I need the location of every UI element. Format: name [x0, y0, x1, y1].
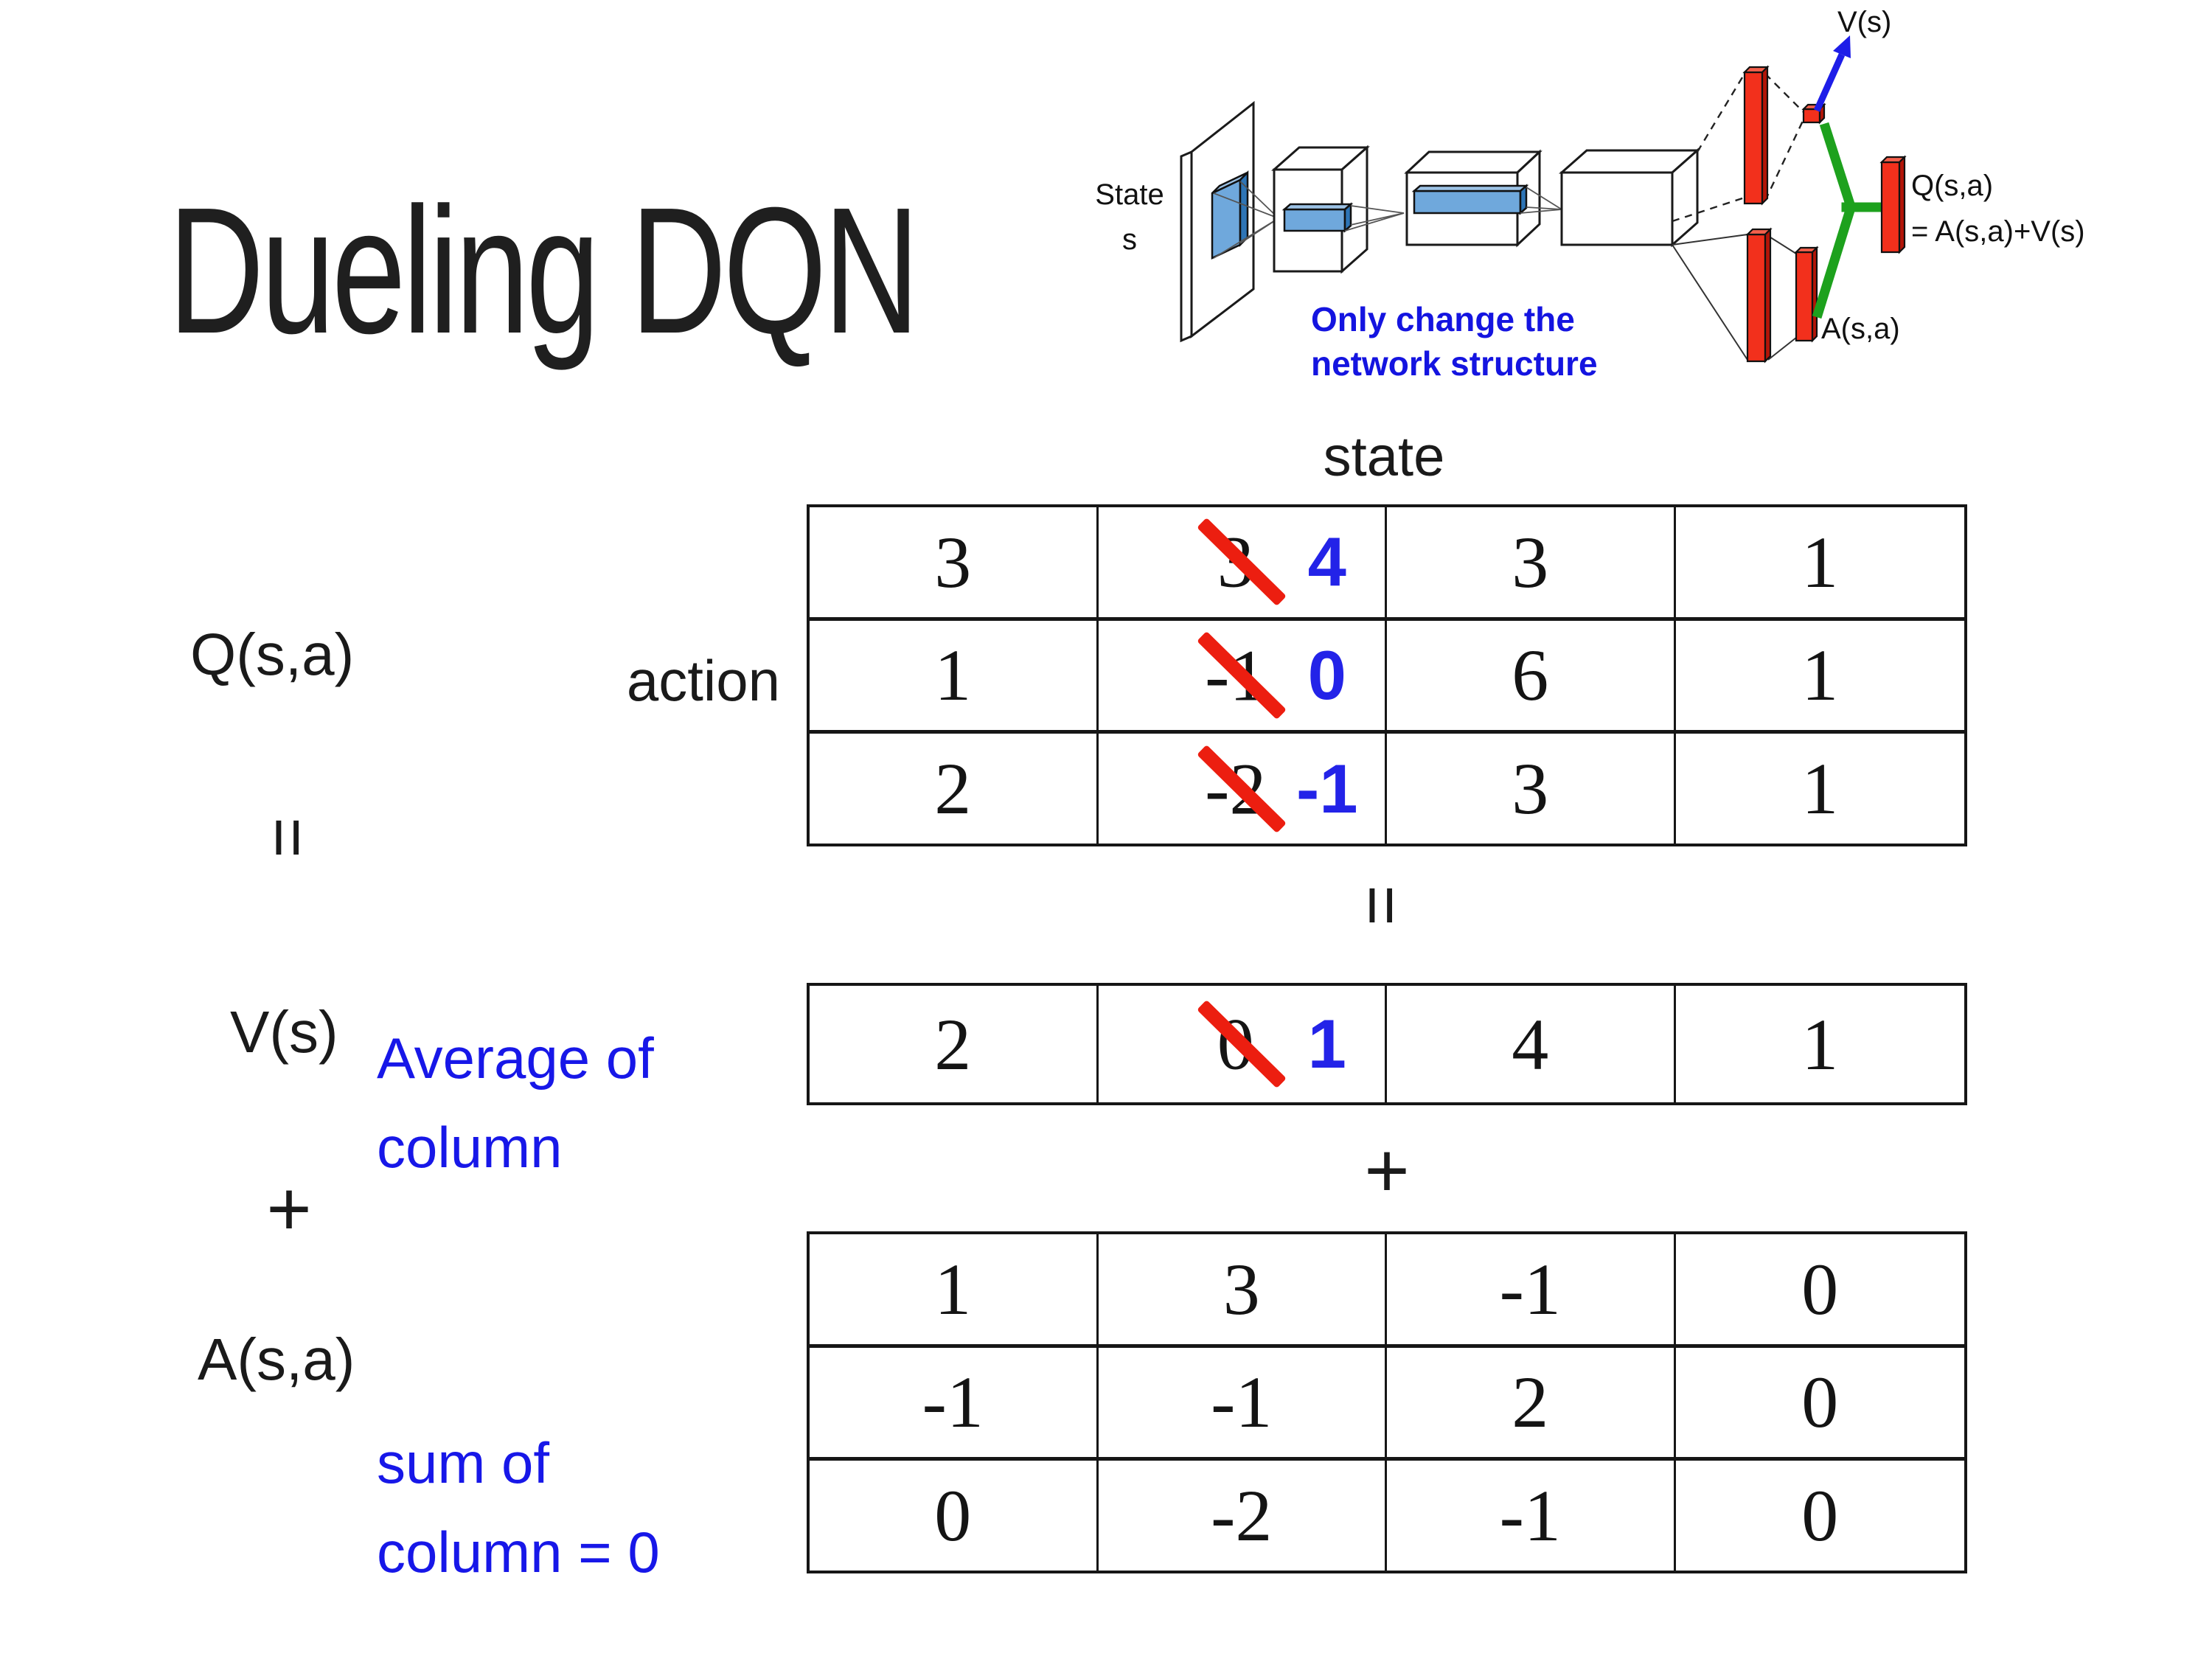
crossed-value-cell: -2 -1	[1099, 734, 1387, 844]
cell-value: 3	[934, 521, 972, 603]
fc-bar-value	[1742, 65, 1770, 206]
feature-bar-1	[1281, 202, 1354, 233]
corrected-value: 1	[1307, 1005, 1346, 1082]
table-cell: 1	[1676, 734, 1965, 844]
diagram-note-line1: Only change the	[1311, 300, 1575, 338]
diagram-a-output-label: A(s,a)	[1821, 313, 1900, 345]
q-function-label: Q(s,a)	[190, 622, 355, 687]
table-cell: 1	[1676, 986, 1965, 1102]
table-cell: 1	[1675, 621, 1964, 734]
feature-bar-2	[1411, 184, 1529, 215]
v-note-line1: Average of	[377, 1026, 654, 1091]
q-output-bar	[1879, 155, 1907, 254]
cell-value: -2	[1211, 1475, 1273, 1557]
cell-value: 2	[934, 748, 972, 830]
conv-filter-slab	[1211, 170, 1249, 260]
cell-value: 1	[934, 1248, 972, 1330]
v-note-line2: column	[377, 1115, 563, 1180]
slide-title: Dueling DQN	[168, 170, 919, 371]
cell-value: -1	[1211, 1361, 1273, 1444]
equals-sign-mid: =	[1342, 885, 1421, 926]
fc-box	[1559, 147, 1700, 248]
cell-value: 1	[934, 634, 972, 717]
table-cell: 0	[1675, 1234, 1964, 1348]
plus-sign-left: +	[266, 1166, 312, 1252]
crossed-value-cell: 3 4	[1098, 507, 1387, 621]
corrected-value: 4	[1307, 523, 1346, 601]
convergence-lines-2	[1344, 205, 1405, 232]
a-value-table: 1 3 -1 0 -1 -1 2 0 0 -2 -1 0	[807, 1231, 1967, 1573]
cell-value: 0	[934, 1475, 972, 1557]
table-cell: 0	[1676, 1461, 1965, 1571]
cell-value: -1	[1499, 1248, 1561, 1330]
state-axis-label: state	[1323, 425, 1445, 488]
conv-box-1	[1271, 145, 1370, 274]
v-value-table: 2 0 1 4 1	[807, 983, 1967, 1105]
table-cell: 1	[810, 620, 1099, 734]
dashed-connections	[1672, 73, 1805, 223]
table-cell: 3	[810, 507, 1099, 621]
a-function-label: A(s,a)	[198, 1326, 355, 1392]
table-cell: 6	[1387, 620, 1676, 734]
table-cell: 3	[1387, 734, 1676, 844]
cell-value: 0	[1801, 1361, 1839, 1444]
dueling-network-diagram	[1180, 35, 1907, 364]
cell-value: 3	[1512, 748, 1549, 830]
cell-value: 4	[1512, 1003, 1549, 1085]
diagram-v-output-label: V(s)	[1837, 6, 1892, 38]
a-note-line1: sum of	[377, 1430, 550, 1495]
cell-value: 1	[1801, 748, 1839, 830]
solid-connections	[1672, 234, 1797, 361]
equals-sign-left: =	[248, 817, 327, 858]
cell-value: 1	[1801, 521, 1839, 603]
cell-value: 0	[1801, 1475, 1839, 1557]
table-cell: 0	[1675, 1348, 1964, 1461]
diagram-q-output-label-line2: = A(s,a)+V(s)	[1911, 215, 2085, 248]
cell-value: 1	[1801, 634, 1839, 717]
table-cell: 0	[810, 1461, 1099, 1571]
table-cell: 2	[810, 734, 1099, 844]
convergence-lines-1	[1213, 181, 1279, 259]
table-cell: 1	[810, 1234, 1099, 1348]
cell-value: 3	[1222, 1248, 1260, 1330]
cell-value: 1	[1801, 1003, 1839, 1085]
cell-value: 0	[1801, 1248, 1839, 1330]
diagram-state-s-label: s	[1122, 223, 1137, 256]
table-cell: -1	[1387, 1461, 1676, 1571]
diagram-note-line2: network structure	[1311, 344, 1598, 383]
table-cell: -1	[810, 1347, 1099, 1461]
fc-bar-advantage	[1745, 227, 1773, 364]
table-cell: 3	[1098, 1234, 1387, 1348]
table-cell: 2	[1387, 1347, 1676, 1461]
crossed-value-cell: 0 1	[1099, 986, 1387, 1102]
corrected-value: 0	[1307, 636, 1346, 714]
cell-value: 6	[1512, 634, 1549, 717]
a-note-line2: column = 0	[377, 1520, 660, 1585]
cell-value: 3	[1512, 521, 1549, 603]
advantage-vector-bar	[1794, 246, 1819, 343]
cell-value: 2	[1512, 1361, 1549, 1444]
cell-value: -1	[922, 1361, 984, 1444]
table-cell: -2	[1099, 1461, 1387, 1571]
q-value-table: 3 3 4 3 1 1 -1 0 6 1 2 -2 -1 3 1	[807, 504, 1967, 846]
diagram-state-label: State	[1095, 178, 1164, 211]
v-function-label: V(s)	[230, 999, 338, 1065]
crossed-value-cell: -1 0	[1098, 620, 1387, 734]
table-cell: 4	[1387, 986, 1676, 1102]
table-cell: 2	[810, 986, 1099, 1102]
aggregator-connector	[1812, 122, 1887, 319]
convergence-lines-3	[1520, 187, 1562, 214]
cell-value: -1	[1499, 1475, 1561, 1557]
table-cell: 1	[1675, 507, 1964, 621]
plus-sign-mid: +	[1364, 1127, 1410, 1214]
corrected-value: -1	[1295, 749, 1358, 827]
diagram-q-output-label-line1: Q(s,a)	[1911, 170, 1994, 202]
value-output-arrow	[1813, 35, 1851, 112]
table-cell: -1	[1098, 1347, 1387, 1461]
action-axis-label: action	[626, 648, 780, 713]
table-cell: 3	[1387, 507, 1676, 621]
table-cell: -1	[1387, 1234, 1676, 1348]
cell-value: 2	[934, 1003, 972, 1085]
